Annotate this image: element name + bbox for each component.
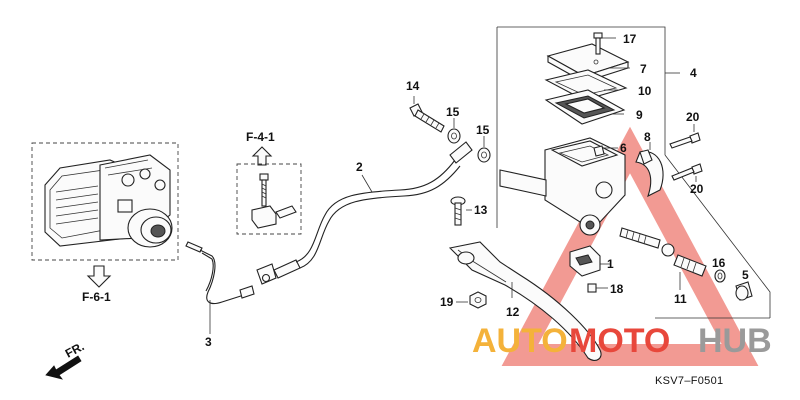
svg-text:AUTO: AUTO [472,322,568,360]
bolt-20a [669,124,701,149]
circlip-16 [714,269,726,283]
screw-17 [593,32,616,55]
callout-18: 18 [610,282,624,296]
brake-hose-3 [185,241,255,334]
brake-lever-12 [448,241,602,361]
callout-13: 13 [474,203,488,217]
callout-15b: 15 [476,123,490,137]
callout-11: 11 [674,292,687,306]
callout-16: 16 [712,256,726,270]
master-cylinder-body [499,137,626,236]
abs-unit-box [31,142,179,261]
down-arrow-icon [86,265,112,288]
abs-modulator [44,154,173,248]
callout-19: 19 [440,295,454,309]
screw-18 [587,283,608,293]
detail-box [236,163,302,235]
callout-7: 7 [640,62,647,76]
callout-17: 17 [623,32,637,46]
front-direction-arrow-icon [45,355,82,380]
callout-10: 10 [638,84,652,98]
banjo-bolt-14 [409,96,445,133]
ref-f-6-1: F-6-1 [82,290,111,304]
callout-12: 12 [506,305,520,319]
watermark: AUTO MOTO HUB [472,322,772,360]
callout-9: 9 [636,108,643,122]
callout-4: 4 [690,66,697,80]
diaphragm-plate-10 [544,69,628,101]
brake-hose-2 [256,141,473,285]
sealing-washer-15b [477,136,491,163]
svg-text:MOTO: MOTO [569,322,670,360]
svg-text:HUB: HUB [698,322,772,360]
diaphragm-9 [544,89,626,125]
callout-1: 1 [607,257,614,271]
master-cylinder-group-box [496,26,771,319]
brake-switch-1 [569,245,610,277]
part-code: KSV7–F0501 [655,375,723,387]
bolt-13 [450,196,472,226]
nut-19 [456,291,487,309]
callout-14: 14 [406,79,420,93]
piston-assembly-11 [619,227,707,290]
callouts: 1 2 3 4 5 6 7 8 9 10 11 12 13 14 15 15 1… [205,32,749,349]
boot-5 [735,281,753,301]
sealing-washer-15a [447,118,461,144]
direction-label: FR. [63,339,87,360]
callout-3: 3 [205,335,212,349]
bolt-20b [671,163,703,182]
callout-20a: 20 [686,110,700,124]
callout-15a: 15 [446,105,460,119]
callout-20b: 20 [690,182,704,196]
callout-5: 5 [742,268,749,282]
up-arrow-icon [251,146,273,166]
detail-bolt-fitting [251,173,297,229]
callout-8: 8 [644,130,651,144]
callout-2: 2 [356,160,363,174]
holder-8 [635,142,664,198]
ref-f-4-1: F-4-1 [246,130,275,144]
callout-6: 6 [620,141,627,155]
